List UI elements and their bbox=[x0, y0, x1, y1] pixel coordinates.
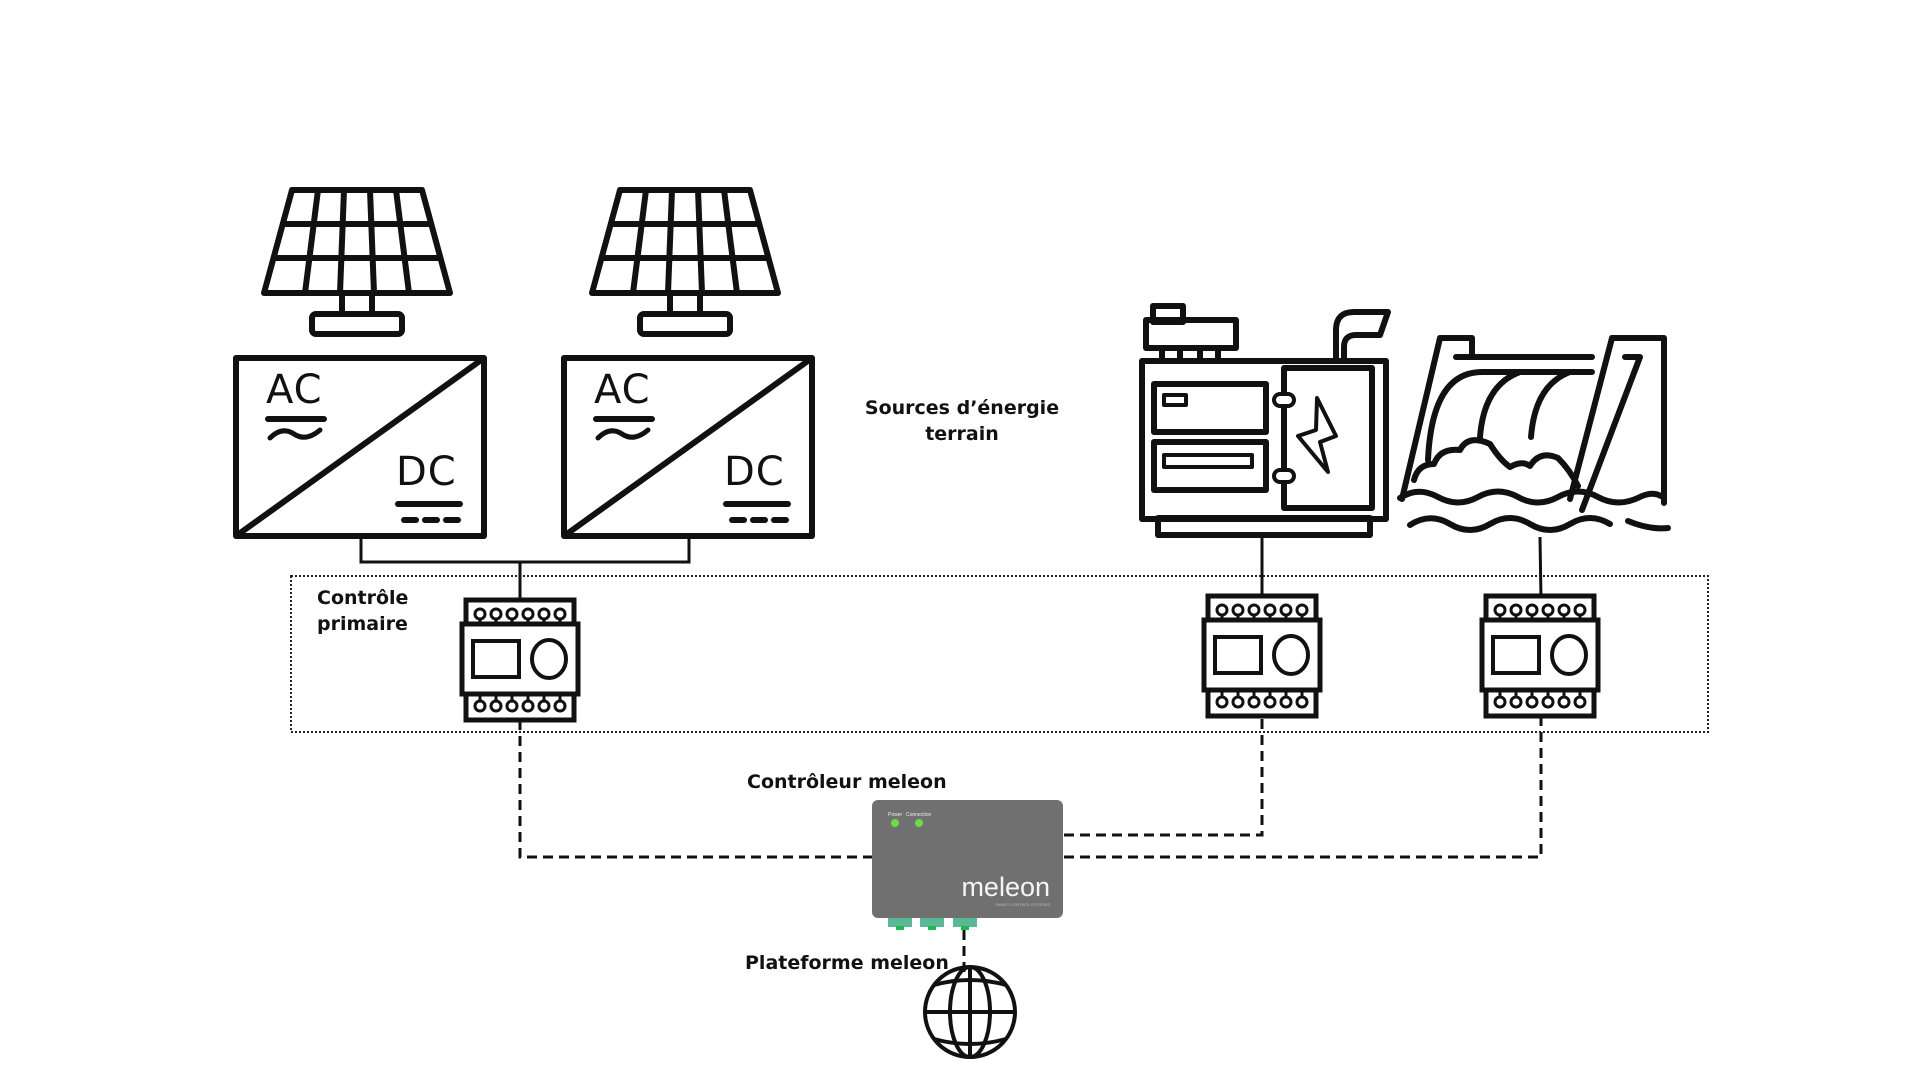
comm-line-generator bbox=[1064, 716, 1264, 837]
inverter-1-dc-label: DC bbox=[396, 449, 457, 495]
primary-controller-solar-icon bbox=[462, 600, 578, 720]
connection-led-label: Connection bbox=[906, 812, 932, 818]
primary-controller-hydro-icon bbox=[1482, 596, 1598, 716]
device-tagline: SMART CONTROL SYSTEMS bbox=[995, 902, 1050, 907]
inverter-2-ac-label: AC bbox=[594, 367, 651, 413]
inverter-1-ac-label: AC bbox=[266, 367, 323, 413]
primary-control-zone bbox=[290, 575, 1709, 733]
primary-control-label-line1: Contrôle bbox=[317, 587, 409, 609]
meleon-controller-device: Power Connection meleon SMART CONTROL SY… bbox=[872, 800, 1063, 930]
device-port-1 bbox=[888, 918, 912, 927]
inverter-bus-line bbox=[359, 536, 691, 564]
sources-label-line2: terrain bbox=[925, 423, 999, 445]
device-port-2 bbox=[920, 918, 944, 927]
device-port-3 bbox=[953, 918, 977, 927]
sources-label: Sources d’énergie terrain bbox=[862, 395, 1062, 447]
generator-icon bbox=[1139, 303, 1391, 538]
platform-label: Plateforme meleon bbox=[745, 952, 949, 974]
globe-icon bbox=[923, 965, 1017, 1059]
sources-label-line1: Sources d’énergie bbox=[864, 397, 1060, 419]
solar-panel-2-icon bbox=[592, 190, 778, 334]
primary-control-label-line2: primaire bbox=[317, 613, 408, 635]
power-led-icon bbox=[891, 819, 899, 827]
hydro-link-line bbox=[1538, 536, 1543, 601]
connection-led-icon bbox=[915, 819, 923, 827]
device-brand-logo: meleon bbox=[961, 872, 1050, 902]
inverter-2-dc-label: DC bbox=[724, 449, 785, 495]
controller-label: Contrôleur meleon bbox=[747, 771, 947, 793]
power-led-label: Power bbox=[888, 812, 903, 818]
hydro-dam-icon bbox=[1397, 335, 1671, 533]
primary-control-label: Contrôle primaire bbox=[317, 585, 408, 637]
comm-line-solar bbox=[518, 720, 872, 859]
device-body bbox=[872, 800, 1063, 918]
solar-panel-1-icon bbox=[264, 190, 450, 334]
primary-controller-generator-icon bbox=[1204, 596, 1320, 716]
